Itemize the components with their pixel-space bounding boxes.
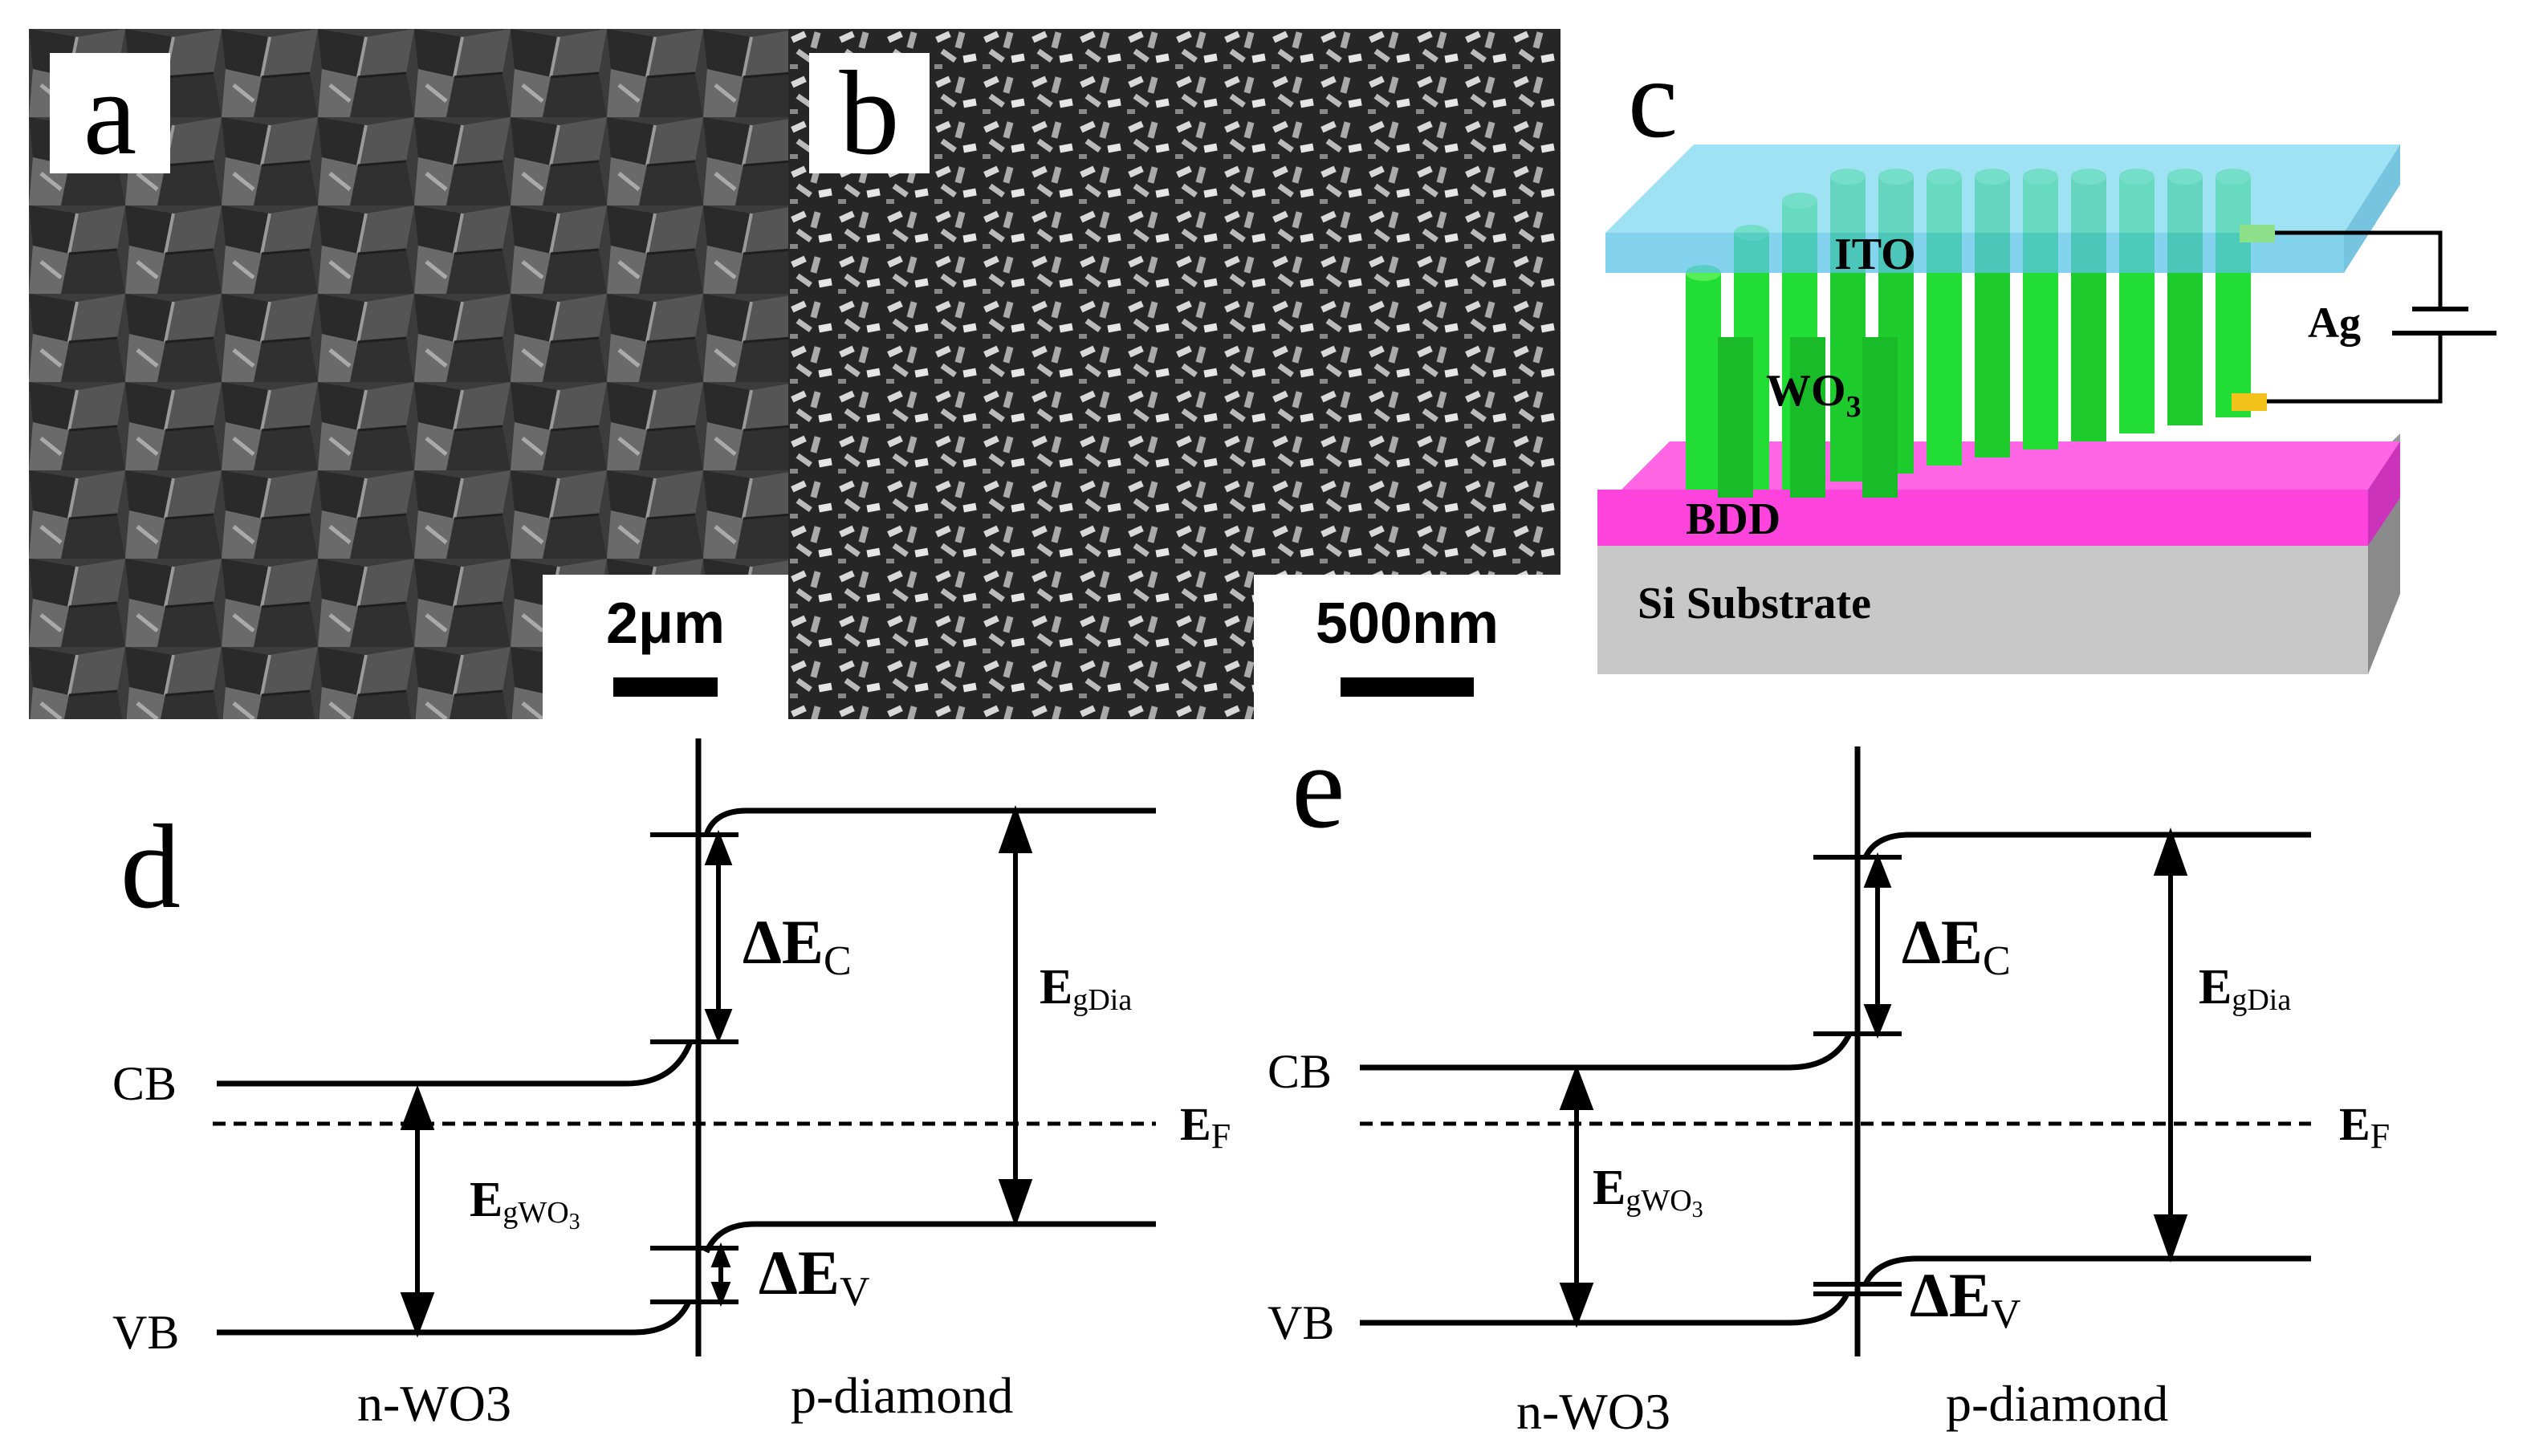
- panel-label-c: c: [1628, 37, 1678, 161]
- eg-dia-label-e: EgDia: [2199, 960, 2291, 1017]
- delta-ec-label-d: ΔEC: [743, 907, 852, 984]
- scale-text-a: 2μm: [605, 592, 726, 656]
- vb-left-e: [1360, 1292, 1850, 1326]
- schematic-drawing: c: [1597, 37, 2496, 674]
- wire-bottom: [2267, 333, 2443, 404]
- eg-wo3-label-e: EgWO3: [1593, 1161, 1703, 1222]
- panel-label-b: b: [809, 53, 930, 173]
- left-material-label-d: n-WO3: [357, 1375, 511, 1432]
- scale-bar-b: [1341, 677, 1474, 697]
- vb-left-d: [217, 1300, 692, 1336]
- delta-ev-label-d: ΔEV: [759, 1238, 870, 1315]
- band-diagram-e-drawing: e CB VB EF ΔEC ΔEV EgDia EgWO3 n-WO3 p-d…: [1268, 720, 2390, 1440]
- scale-bar-a: [613, 677, 718, 697]
- ef-label-e: EF: [2339, 1098, 2390, 1156]
- sem-image-a: a 2μm: [29, 29, 788, 719]
- bdd-layer: [1597, 490, 2368, 546]
- delta-ec-label-e: ΔEC: [1902, 907, 2011, 984]
- band-diagram-d-drawing: d CB VB EF ΔEC ΔEV E: [112, 738, 1231, 1432]
- scale-box-a: 2μm: [543, 575, 788, 719]
- panel-label-d: d: [120, 800, 181, 933]
- cb-label-d: CB: [112, 1057, 177, 1110]
- vb-label-e: VB: [1268, 1296, 1334, 1349]
- layer-label-ito: ITO: [1834, 230, 1916, 279]
- ito-layer: [1605, 144, 2400, 233]
- cb-left-d: [217, 1040, 694, 1087]
- ito-contact: [2240, 225, 2275, 242]
- scale-box-b: 500nm: [1254, 575, 1560, 719]
- vb-label-d: VB: [112, 1306, 179, 1359]
- eg-wo3-label-d: EgWO3: [470, 1173, 580, 1234]
- delta-ev-label-e: ΔEV: [1910, 1260, 2021, 1337]
- cb-left-e: [1360, 1032, 1853, 1071]
- vb-right-e: [1862, 1255, 2311, 1286]
- wire-top: [2275, 230, 2443, 297]
- right-material-label-d: p-diamond: [791, 1367, 1013, 1424]
- layer-label-wo3: WO3: [1766, 366, 1862, 424]
- panel-label-a: a: [50, 53, 170, 173]
- layer-label-bdd: BDD: [1686, 494, 1780, 544]
- eg-dia-label-d: EgDia: [1040, 960, 1132, 1017]
- band-diagram-e: e CB VB EF ΔEC ΔEV EgDia EgWO3 n-WO3 p-d…: [1268, 720, 2535, 1452]
- right-material-label-e: p-diamond: [1946, 1375, 2168, 1432]
- left-material-label-e: n-WO3: [1516, 1383, 1670, 1440]
- si-substrate: [1597, 546, 2368, 674]
- layer-label-substrate: Si Substrate: [1638, 579, 1871, 628]
- ag-contact: [2232, 393, 2267, 411]
- scale-text-b: 500nm: [1315, 592, 1499, 656]
- device-schematic: c: [1597, 32, 2521, 706]
- cb-label-e: CB: [1268, 1045, 1332, 1098]
- ef-label-d: EF: [1180, 1098, 1231, 1156]
- cb-right-e: [1862, 832, 2311, 859]
- band-diagram-d: d CB VB EF ΔEC ΔEV E: [0, 722, 1268, 1452]
- panel-label-e: e: [1292, 722, 1345, 853]
- cb-right-d: [703, 807, 1156, 836]
- sem-image-b: b 500nm: [788, 29, 1560, 719]
- contact-label-ag: Ag: [2308, 299, 2361, 347]
